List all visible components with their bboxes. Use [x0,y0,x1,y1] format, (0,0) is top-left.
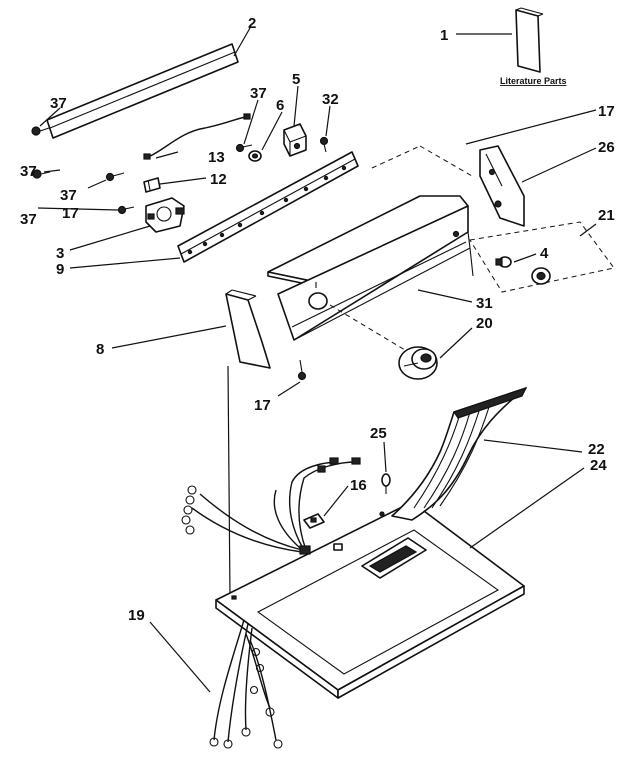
screw [117,205,135,215]
callout-8: 8 [96,341,104,358]
callout-19: 19 [128,607,145,624]
wire-harness [181,457,361,555]
fuse [381,473,391,494]
callout-37: 37 [60,187,77,204]
screw [319,136,329,153]
wire-connector [143,153,151,160]
end-cap [225,289,271,369]
kit-boundary [469,221,615,293]
callout-32: 32 [322,91,339,108]
callout-21: 21 [598,207,615,224]
leader-lines [37,27,597,693]
screw [105,172,125,182]
grommet [248,150,262,162]
callout-3: 3 [56,245,64,262]
callout-4: 4 [540,245,549,262]
timer-knob [398,346,438,380]
callout-17: 17 [62,205,79,222]
wire-harness [209,619,283,749]
lint-duct [391,386,528,521]
switch [283,123,307,157]
callout-37: 37 [20,163,37,180]
knob [495,256,512,268]
dryer-top [215,501,525,699]
callout-37: 37 [250,85,267,102]
literature-parts-label: Literature Parts [500,76,567,86]
callout-17: 17 [598,103,615,120]
callout-9: 9 [56,261,64,278]
wire-harness [147,116,247,158]
callout-2: 2 [248,15,256,32]
callout-1: 1 [440,27,448,44]
clip [143,177,161,193]
screw [235,143,253,153]
console [267,145,474,341]
console-back-plate [177,151,359,263]
callout-labels: 1 2 37 37 5 32 6 37 17 26 13 12 37 37 17… [20,15,615,624]
callout-26: 26 [598,139,615,156]
callout-12: 12 [210,171,227,188]
wire-connector [243,113,251,120]
callout-25: 25 [370,425,387,442]
callout-5: 5 [292,71,300,88]
assembly-line [329,304,406,351]
screw [32,169,51,179]
callout-17: 17 [254,397,271,414]
screw [297,359,307,381]
timer [145,197,185,233]
callout-22: 22 [588,441,605,458]
callout-13: 13 [208,149,225,166]
callout-24: 24 [590,457,607,474]
callout-16: 16 [350,477,367,494]
literature-booklet [515,7,544,73]
end-cap [479,145,525,227]
callout-6: 6 [276,97,284,114]
callout-37: 37 [50,95,67,112]
callout-31: 31 [476,295,493,312]
callout-20: 20 [476,315,493,332]
screw [31,126,50,136]
alignment-line [227,365,231,599]
callout-37: 37 [20,211,37,228]
knob-cap [531,267,551,285]
rear-panel [46,43,239,139]
connector [303,513,325,529]
